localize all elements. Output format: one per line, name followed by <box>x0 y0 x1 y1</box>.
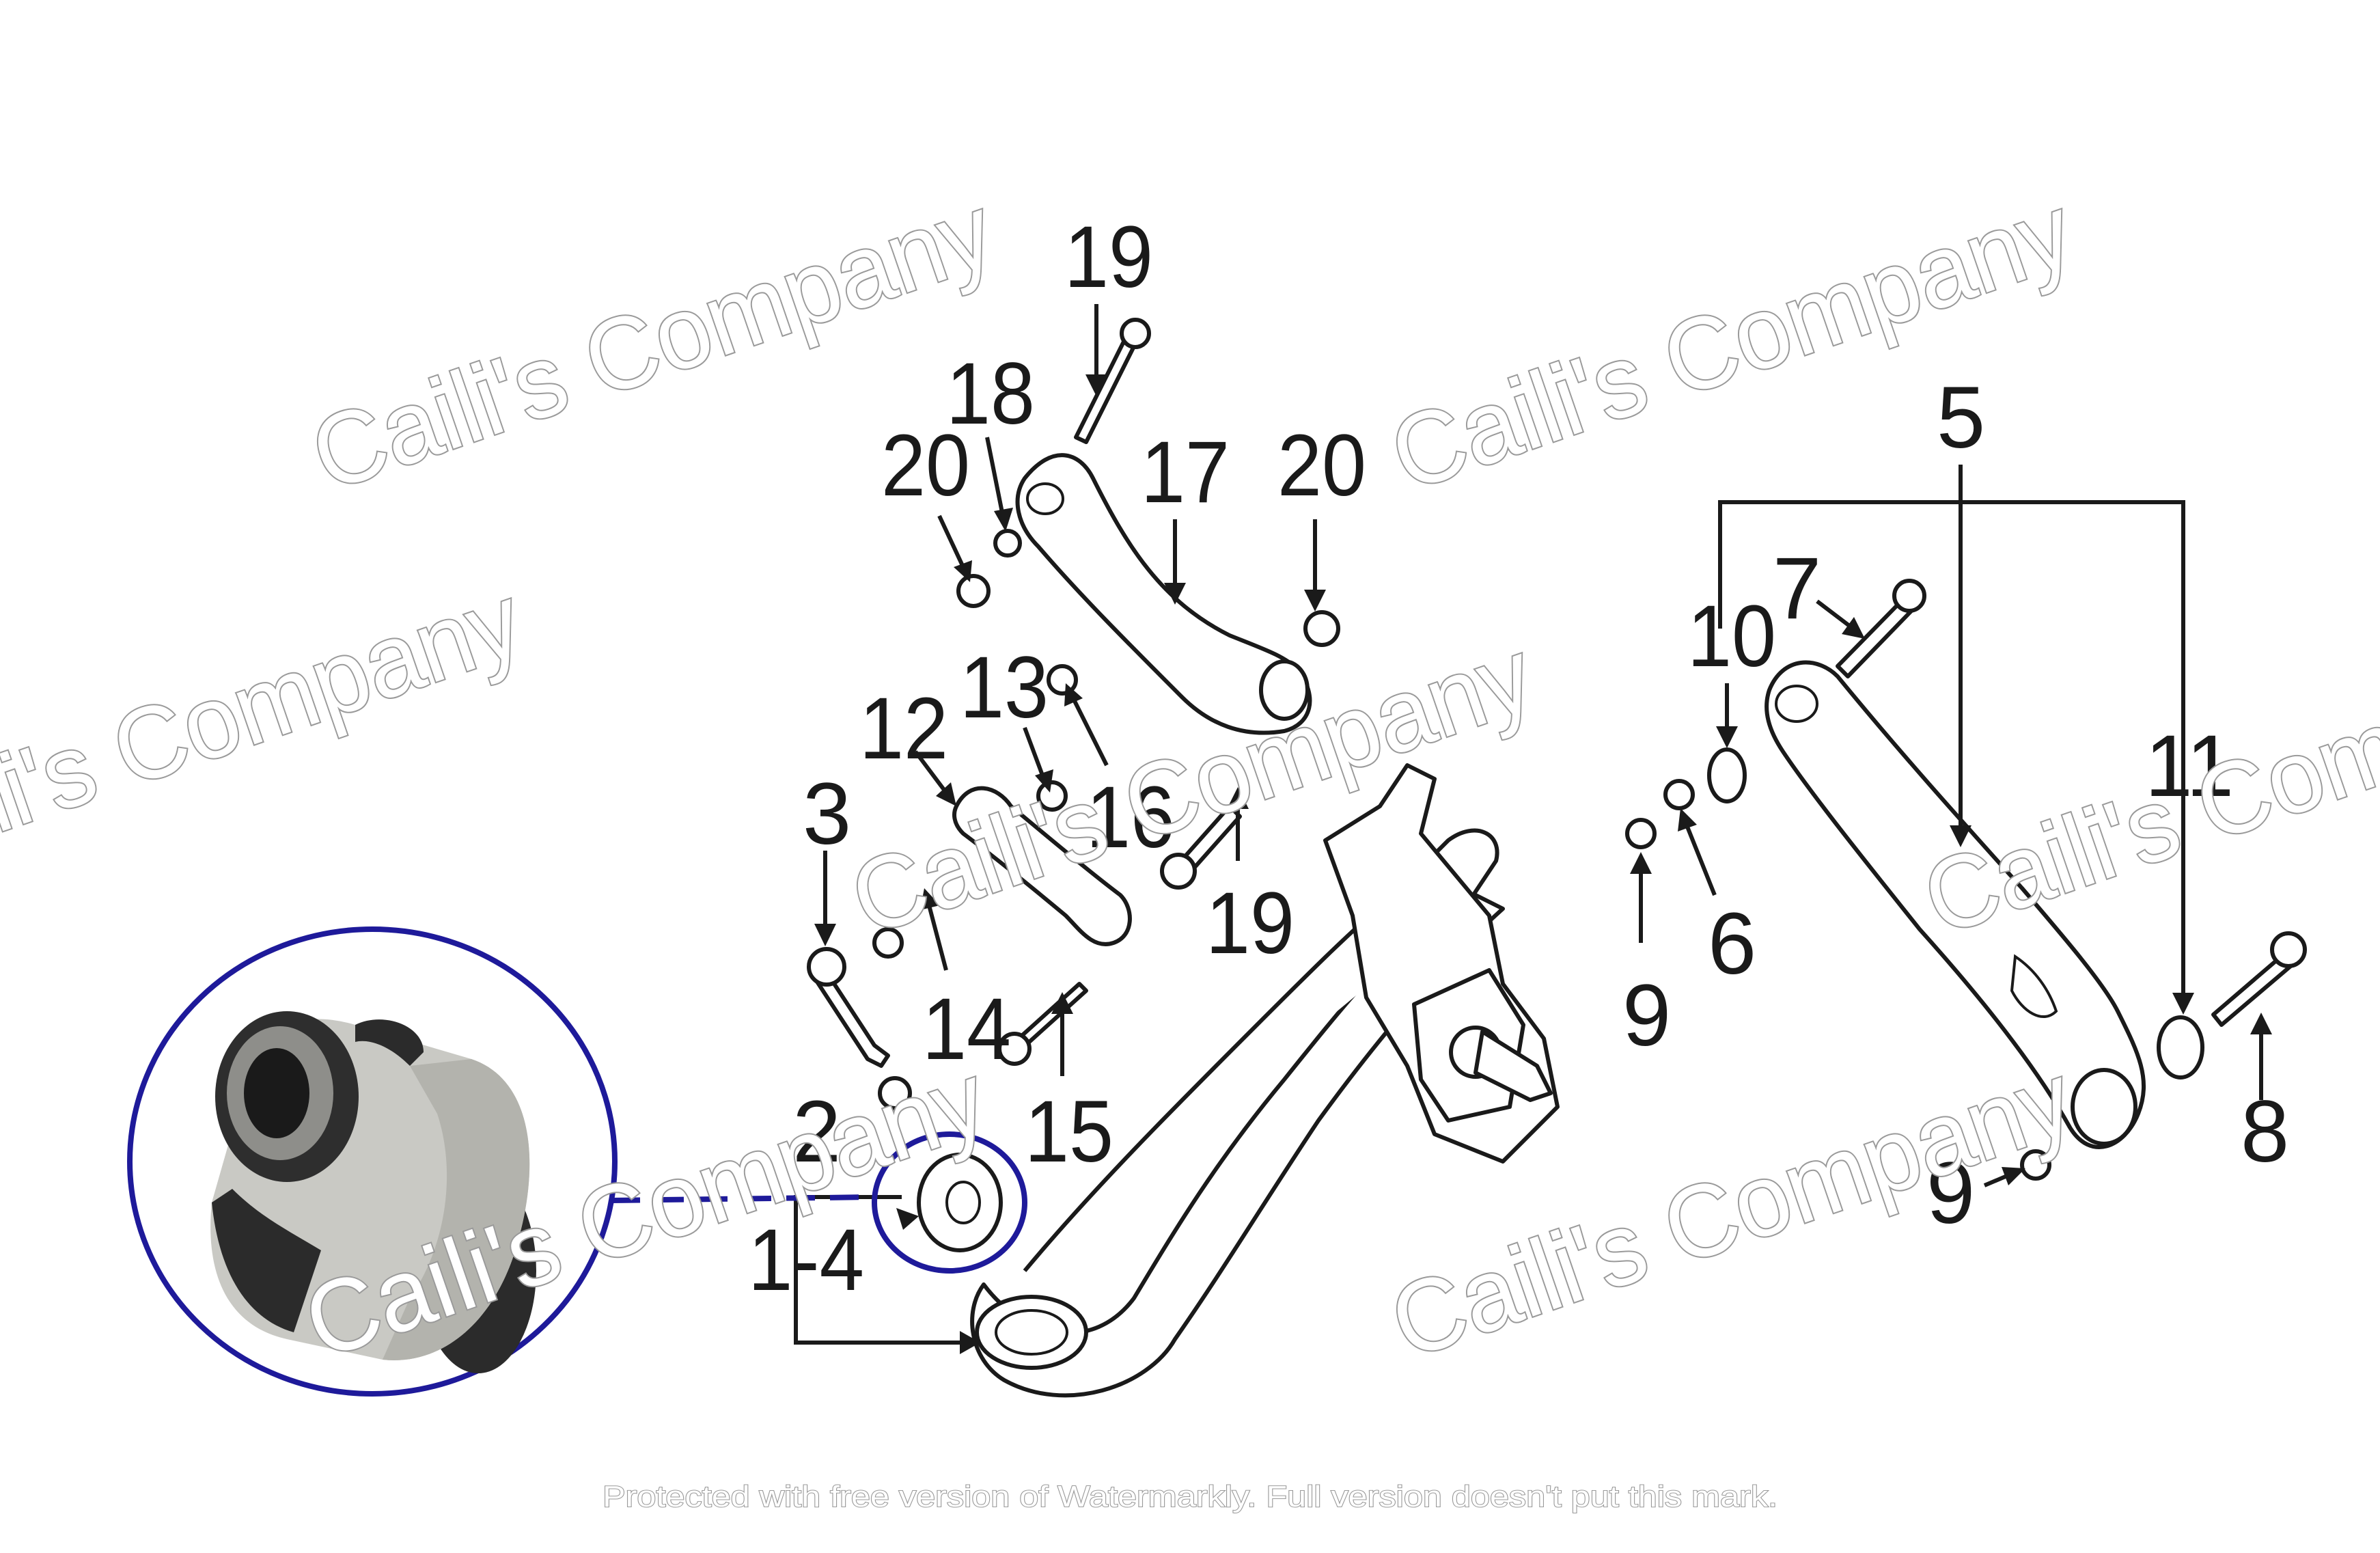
arrow-19-upper <box>1085 374 1107 396</box>
nut-14 <box>872 927 904 959</box>
bushing-rubber-lower <box>212 1189 321 1332</box>
callout-10: 10 <box>1687 588 1776 685</box>
arrow-18 <box>994 508 1013 532</box>
callout-19-upper: 19 <box>1064 208 1153 306</box>
callout-18: 18 <box>946 345 1035 443</box>
bolt-7-head <box>1892 579 1926 613</box>
arrow-20-left <box>954 560 972 582</box>
callout-13: 13 <box>960 639 1049 737</box>
callout-labels: 1-4 2 3 12 13 16 14 15 19 19 17 18 20 20… <box>748 208 2289 1309</box>
arrow-3 <box>814 924 836 946</box>
leader-18 <box>985 437 1005 517</box>
trailing-arm-bushing <box>917 1153 1003 1252</box>
trailing-arm-eye-inner <box>995 1309 1068 1356</box>
arrow-1-4 <box>960 1331 980 1354</box>
leader-13 <box>1023 726 1046 780</box>
callout-16: 16 <box>1086 769 1175 866</box>
arrow-20-right <box>1304 590 1326 611</box>
nut-9-lower <box>2020 1149 2051 1181</box>
nut-20-left <box>956 574 991 608</box>
arrow-10 <box>1716 726 1738 748</box>
bolt-15-head <box>997 1032 1032 1066</box>
bolt-3-head <box>807 947 846 987</box>
arrow-9-lower <box>2002 1167 2025 1185</box>
arrow-17 <box>1164 583 1186 605</box>
arrow-19-lower <box>1227 787 1249 809</box>
bushing-10 <box>1707 747 1747 803</box>
callout-12: 12 <box>859 680 948 778</box>
zoom-circle-icon <box>872 1131 1027 1274</box>
callout-17: 17 <box>1141 424 1230 521</box>
upper-control-arm <box>1015 453 1312 735</box>
leader-1-4-bracket <box>794 1243 970 1345</box>
bushing-11 <box>2157 1015 2204 1080</box>
callout-15: 15 <box>1025 1083 1113 1181</box>
lower-arm-5-window <box>2010 954 2058 1019</box>
callout-20-left: 20 <box>881 417 970 514</box>
leader-6 <box>1684 822 1717 896</box>
arrow-16 <box>1064 683 1083 706</box>
callout-5: 5 <box>1937 369 1985 467</box>
callout-3: 3 <box>803 765 851 863</box>
lower-arm-5-end-eye <box>2071 1068 2137 1146</box>
callout-7: 7 <box>1773 540 1821 637</box>
arrow-7 <box>1842 617 1865 639</box>
callout-6: 6 <box>1708 895 1756 993</box>
trailing-arm-eye <box>975 1295 1088 1370</box>
callout-1-4: 1-4 <box>748 1211 864 1309</box>
callout-2: 2 <box>792 1083 841 1181</box>
arrow-13 <box>1035 769 1053 793</box>
arrow-9-upper <box>1630 852 1652 874</box>
arrow-6 <box>1678 808 1697 832</box>
bushing-photo-icon <box>210 1011 536 1373</box>
leader-14 <box>927 905 948 971</box>
bushing-metal-shade <box>383 1059 530 1360</box>
leader-lines <box>794 304 2272 1354</box>
callout-14: 14 <box>922 980 1011 1078</box>
leader-12 <box>913 750 948 794</box>
callout-9-lower: 9 <box>1926 1144 1975 1242</box>
zoom-connector <box>611 1194 875 1203</box>
leader-7 <box>1816 599 1853 629</box>
trailing-arm-bushing-core <box>945 1181 981 1224</box>
lower-arm-5-eye <box>1775 685 1818 723</box>
bolt-19-lower-head <box>1160 853 1197 890</box>
lower-link <box>952 786 1132 946</box>
washer-18 <box>993 529 1022 558</box>
nut-20-right <box>1303 610 1340 647</box>
watermarkly-notice: Protected with free version of Watermark… <box>603 1480 1777 1513</box>
callout-9-upper: 9 <box>1622 967 1671 1064</box>
zoom-detail <box>127 926 1027 1397</box>
bolt-19-upper-head <box>1120 318 1151 349</box>
lower-arm-5 <box>1765 660 2146 1149</box>
trailing-arm-assembly <box>807 318 1560 1398</box>
bushing-bore <box>244 1048 309 1138</box>
bushing-rubber-band <box>355 1019 424 1066</box>
leader-16 <box>1070 696 1109 767</box>
washer-6 <box>1663 779 1695 810</box>
arrow-12 <box>936 782 956 806</box>
nut-2 <box>878 1076 912 1110</box>
arrow-8 <box>2250 1013 2272 1034</box>
lower-arm-assembly <box>1625 579 2307 1181</box>
nut-13 <box>1036 780 1068 812</box>
callout-11: 11 <box>2145 717 2234 815</box>
nut-9-upper <box>1625 818 1657 849</box>
upper-arm-eye-left <box>1026 482 1064 515</box>
leader-5-bracket <box>1718 500 2185 998</box>
arrow-15 <box>1051 992 1073 1014</box>
arrow-5 <box>1950 825 1971 847</box>
arrow-1-4-upper <box>896 1208 919 1230</box>
hub-spindle <box>1473 1030 1553 1102</box>
leader-20-left <box>937 514 965 568</box>
arrow-14 <box>920 888 940 910</box>
upper-arm-bushing-right <box>1259 659 1310 721</box>
callout-20-right: 20 <box>1277 417 1366 514</box>
callout-19-lower: 19 <box>1206 875 1295 972</box>
arrow-11 <box>2172 993 2194 1015</box>
bolt-8-head <box>2270 931 2307 968</box>
callout-8: 8 <box>2241 1083 2289 1181</box>
